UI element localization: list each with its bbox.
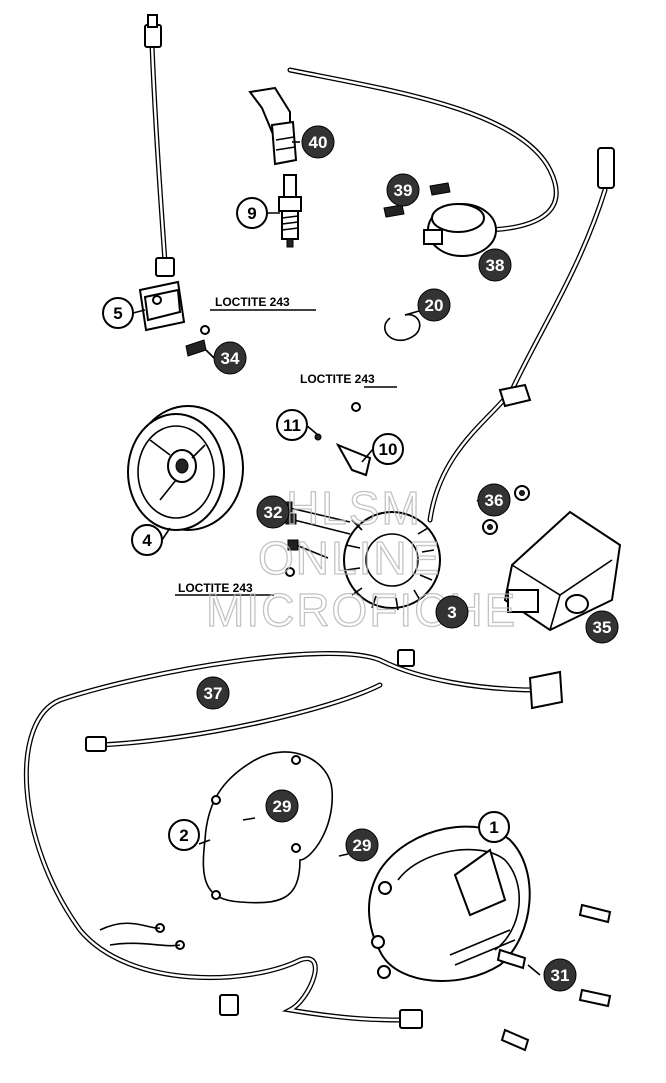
- svg-text:9: 9: [247, 204, 256, 223]
- svg-text:29: 29: [273, 797, 292, 816]
- callout-5: 5: [102, 297, 134, 329]
- flywheel: [127, 405, 244, 531]
- callout-29-gasket: 29: [265, 789, 299, 823]
- pickup-sensor-assembly: [138, 14, 186, 332]
- callout-34: 34: [213, 341, 247, 375]
- svg-text:3: 3: [447, 603, 456, 622]
- svg-text:34: 34: [221, 349, 240, 368]
- callout-40: 40: [301, 125, 335, 159]
- loctite-label-bottom: LOCTITE 243: [178, 581, 253, 595]
- callout-2: 2: [168, 819, 200, 851]
- cdi-unit: [503, 510, 622, 632]
- woodruff-key: [314, 402, 372, 477]
- pickup-screw: [185, 325, 210, 357]
- svg-text:37: 37: [204, 684, 223, 703]
- callout-37: 37: [196, 676, 230, 710]
- watermark-line-3: MICROFICHE: [206, 584, 517, 636]
- svg-text:39: 39: [394, 181, 413, 200]
- svg-text:31: 31: [551, 966, 570, 985]
- callout-9: 9: [236, 197, 268, 229]
- svg-text:29: 29: [353, 836, 372, 855]
- callout-29-cover: 29: [345, 828, 379, 862]
- svg-text:35: 35: [593, 618, 612, 637]
- wiring-harness: [23, 649, 564, 1029]
- svg-text:40: 40: [309, 133, 328, 152]
- svg-text:1: 1: [489, 818, 498, 837]
- callout-39: 39: [386, 173, 420, 207]
- ignition-cover: [368, 825, 531, 982]
- callout-10: 10: [372, 433, 404, 465]
- callout-20: 20: [417, 288, 451, 322]
- callout-4: 4: [131, 524, 163, 556]
- callout-35: 35: [585, 610, 619, 644]
- svg-text:36: 36: [485, 491, 504, 510]
- leader-lines: [132, 141, 541, 976]
- cover-screws: [496, 903, 612, 1052]
- svg-text:11: 11: [283, 416, 301, 435]
- svg-text:5: 5: [113, 304, 122, 323]
- svg-text:4: 4: [142, 531, 152, 550]
- callout-1: 1: [478, 811, 510, 843]
- spark-plug-cap: [248, 86, 298, 166]
- nuts: [482, 485, 530, 535]
- ignition-coil-assembly: [287, 67, 559, 257]
- watermark-line-1: HLSM: [286, 482, 422, 534]
- stator: [343, 147, 615, 611]
- callout-36: 36: [477, 483, 511, 517]
- loctite-label-top: LOCTITE 243: [215, 295, 290, 309]
- watermark-line-2: ONLINE: [258, 532, 441, 584]
- spark-plug: [278, 174, 302, 248]
- callout-38: 38: [478, 248, 512, 282]
- svg-text:2: 2: [179, 826, 188, 845]
- callout-11: 11: [276, 409, 308, 441]
- callout-3: 3: [435, 595, 469, 629]
- callout-32: 32: [256, 495, 290, 529]
- svg-text:10: 10: [379, 440, 398, 459]
- svg-text:38: 38: [486, 256, 505, 275]
- watermark: HLSM ONLINE MICROFICHE: [205, 481, 517, 636]
- callout-31: 31: [543, 958, 577, 992]
- svg-text:20: 20: [425, 296, 444, 315]
- loctite-label-middle: LOCTITE 243: [300, 372, 375, 386]
- svg-text:32: 32: [264, 503, 283, 522]
- gasket: [202, 751, 349, 904]
- callouts: 40 9 39 38 5 20 34 11 10 4 32 36 3 35 37…: [102, 125, 619, 992]
